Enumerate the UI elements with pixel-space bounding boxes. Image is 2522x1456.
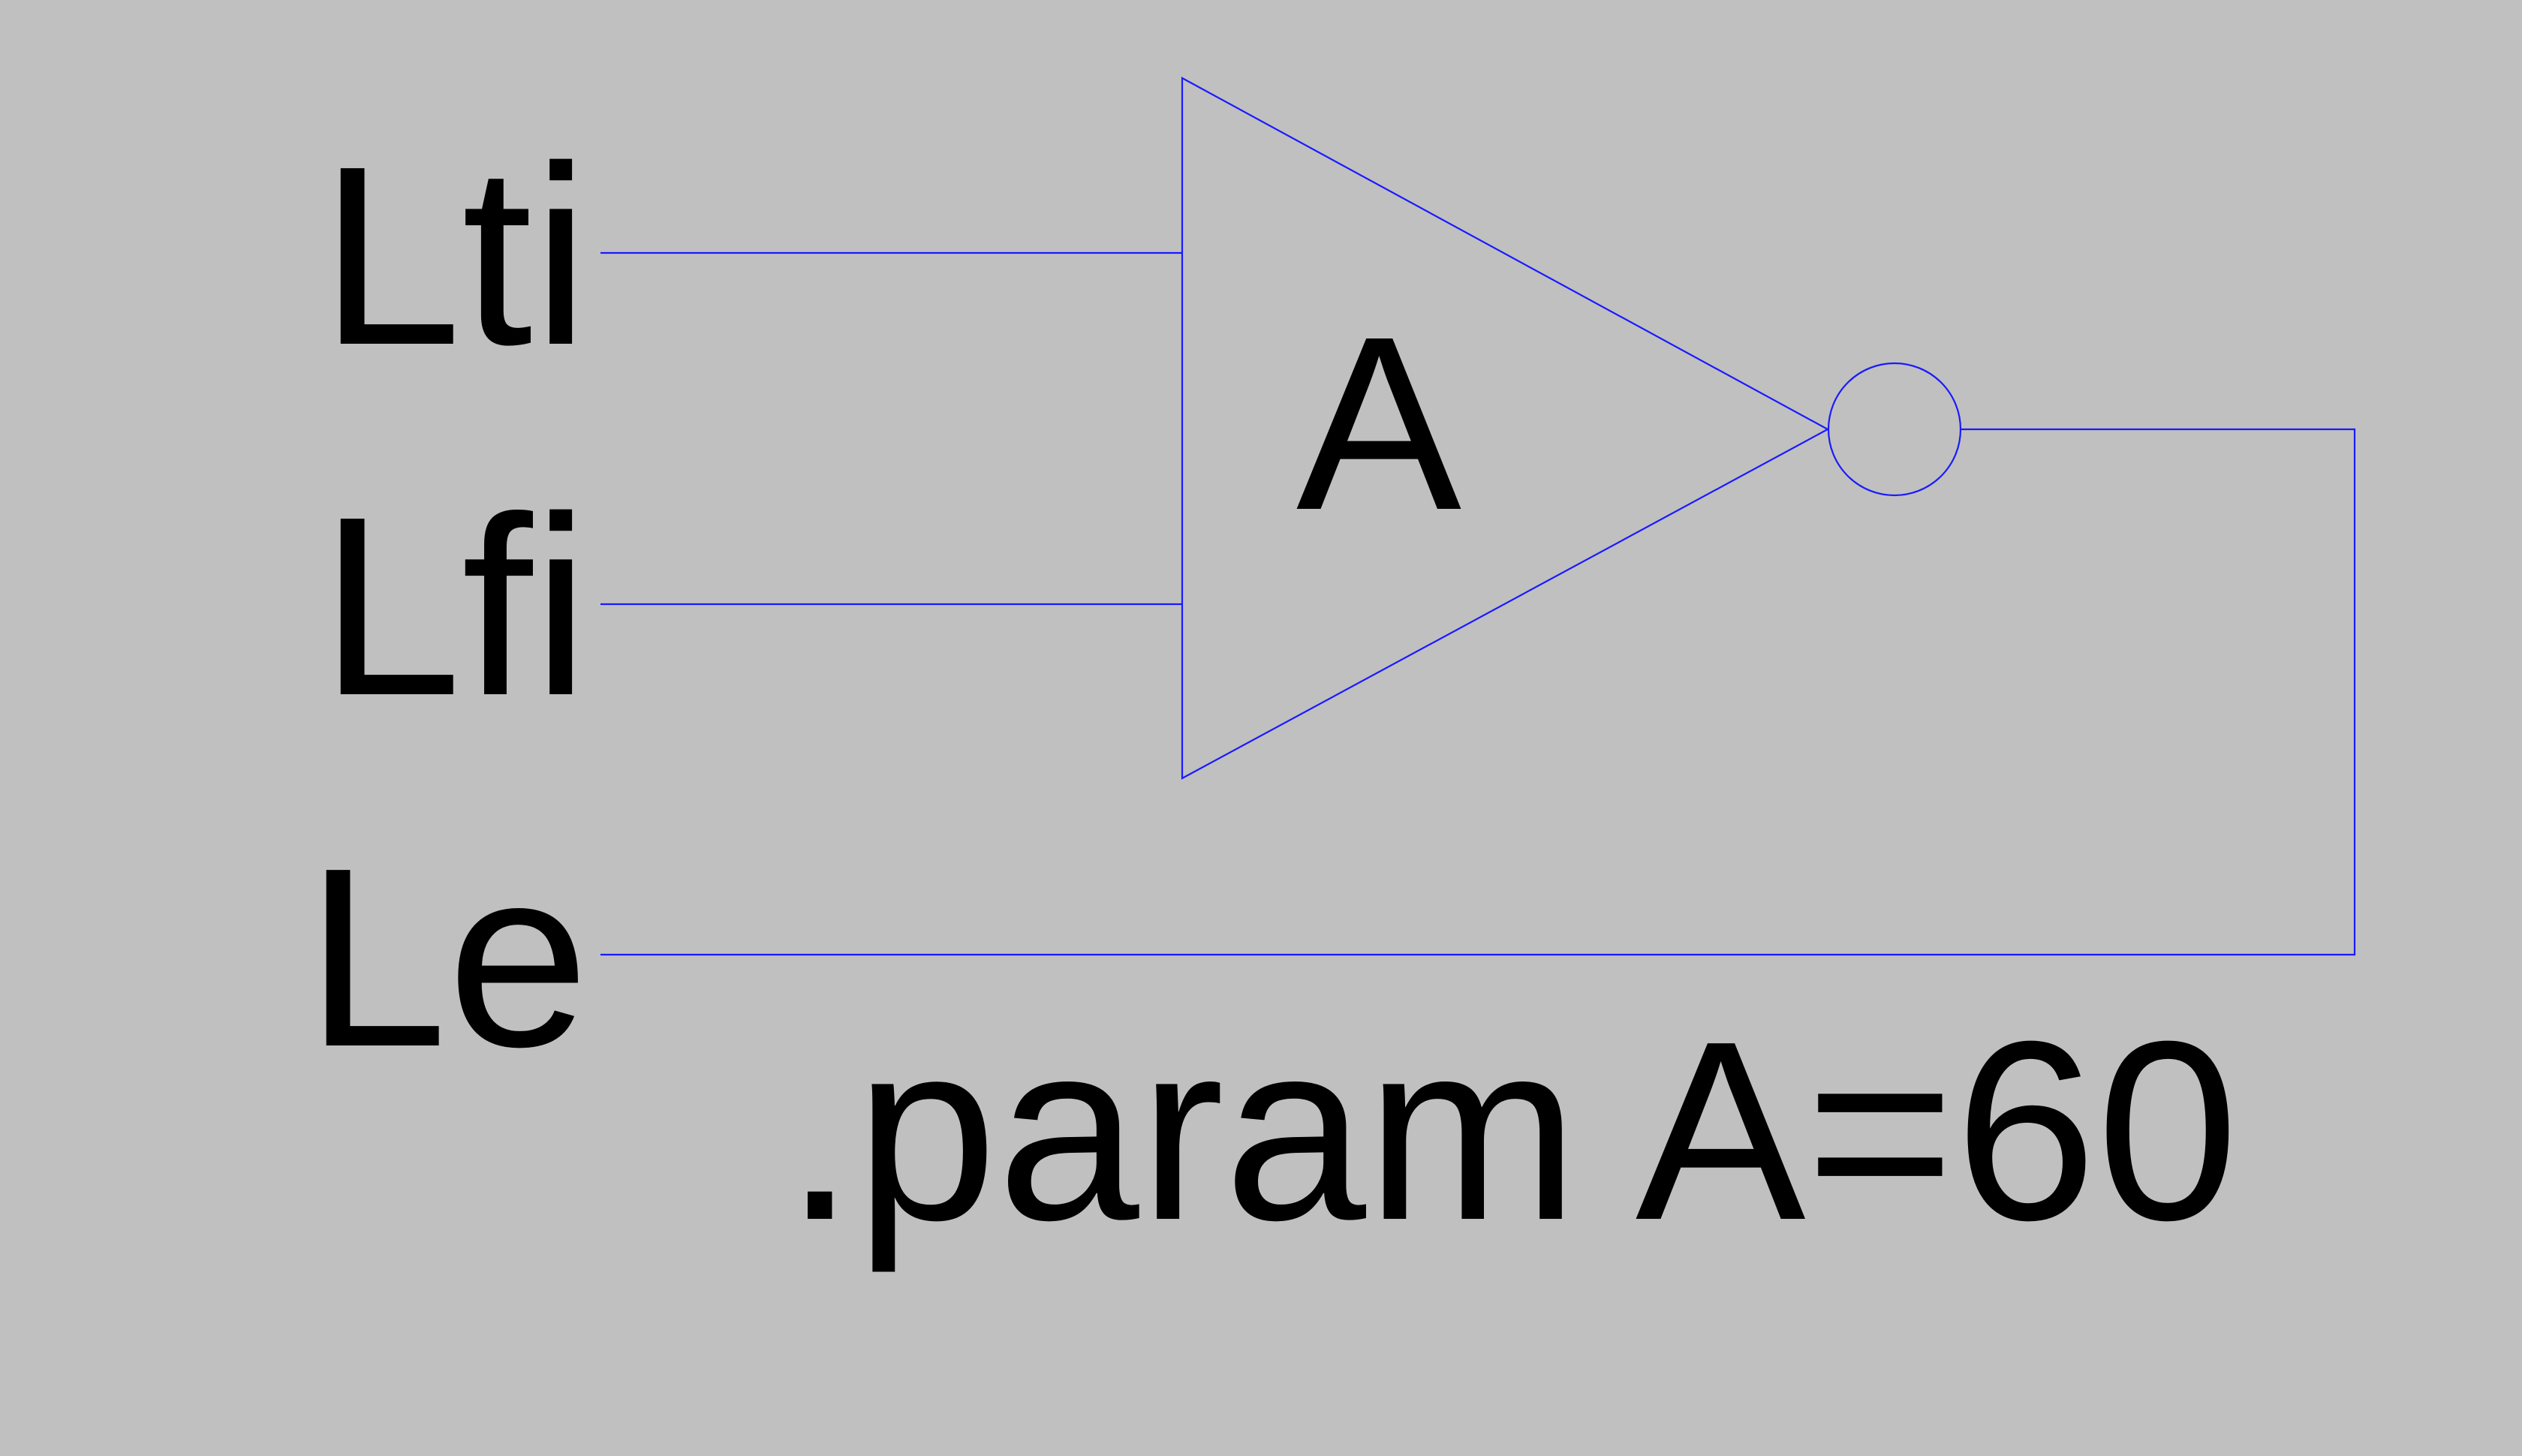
port-label-le: Le — [305, 815, 589, 1100]
inverter-bubble[interactable] — [1827, 362, 1962, 497]
amplifier-gain-label: A — [1296, 284, 1463, 561]
feedback-wire[interactable] — [600, 428, 2356, 956]
port-label-lfi: Lfi — [320, 464, 589, 749]
amplifier-triangle[interactable] — [1181, 77, 1830, 780]
port-label-lti: Lti — [320, 113, 589, 399]
spice-param-directive[interactable]: .param A=60 — [784, 988, 2238, 1274]
